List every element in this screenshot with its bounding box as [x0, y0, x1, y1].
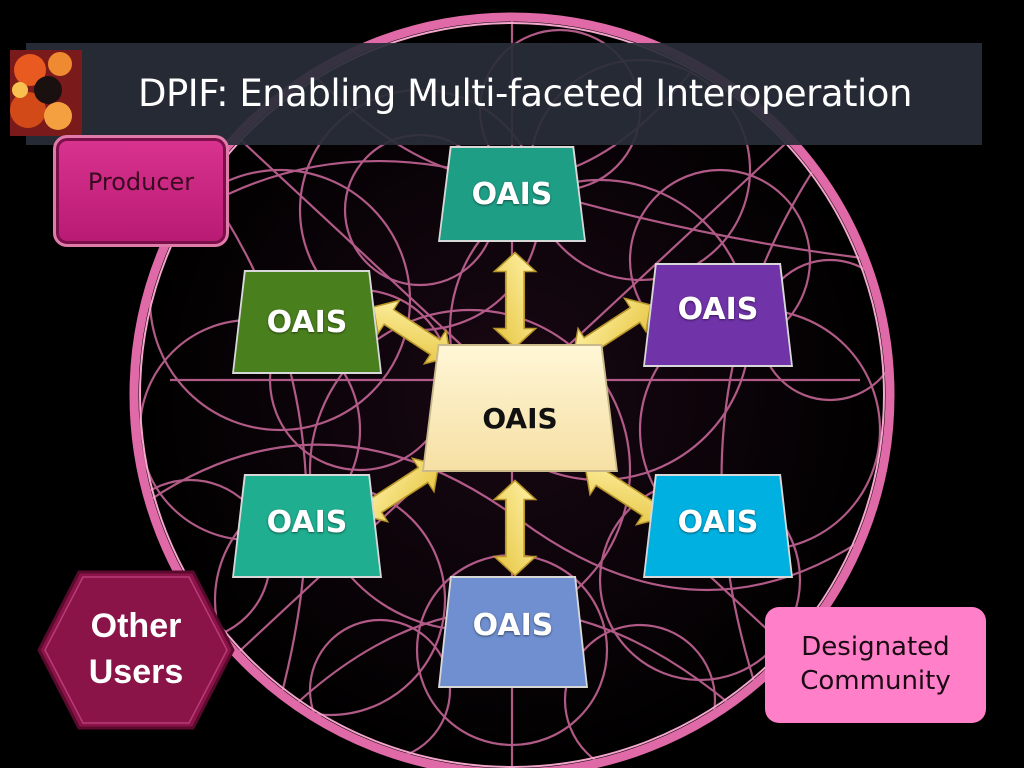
oais-node-lower-right-label: OAIS — [677, 504, 759, 540]
hexagon-shape — [37, 570, 235, 730]
producer-box[interactable]: Producer — [53, 135, 229, 247]
oais-node-lower-right[interactable]: OAIS — [643, 474, 793, 578]
title-bar — [26, 43, 982, 145]
arrow-bottom — [493, 479, 537, 577]
oais-node-lower-left[interactable]: OAIS — [232, 474, 382, 578]
designated-community-label-line1: Designated — [801, 632, 950, 663]
oais-node-bottom[interactable]: OAIS — [438, 576, 588, 688]
arrow-top — [493, 251, 537, 349]
oais-node-lower-left-label: OAIS — [266, 504, 348, 540]
fractal-logo — [10, 50, 82, 136]
producer-label: Producer — [87, 168, 195, 196]
oais-node-upper-left[interactable]: OAIS — [232, 270, 382, 374]
other-users-hexagon[interactable]: Other Users — [37, 570, 235, 730]
oais-node-center-label: OAIS — [482, 401, 558, 435]
oais-node-top[interactable]: OAIS — [438, 146, 586, 242]
slide-title: DPIF: Enabling Multi-faceted Interoperat… — [138, 72, 912, 115]
oais-node-top-label: OAIS — [471, 176, 553, 212]
oais-node-upper-right-label: OAIS — [677, 291, 759, 327]
oais-node-bottom-label: OAIS — [472, 607, 554, 643]
oais-node-upper-left-label: OAIS — [266, 304, 348, 340]
designated-community-box[interactable]: Designated Community — [765, 607, 986, 723]
designated-community-label-line2: Community — [800, 666, 951, 696]
oais-node-upper-right[interactable]: OAIS — [643, 263, 793, 367]
other-users-label-line1: Other — [90, 607, 182, 646]
other-users-label-line2: Users — [88, 653, 184, 691]
oais-node-top-fill — [440, 148, 584, 240]
outer-ring — [129, 12, 895, 768]
oais-node-center[interactable]: OAIS — [422, 344, 618, 472]
